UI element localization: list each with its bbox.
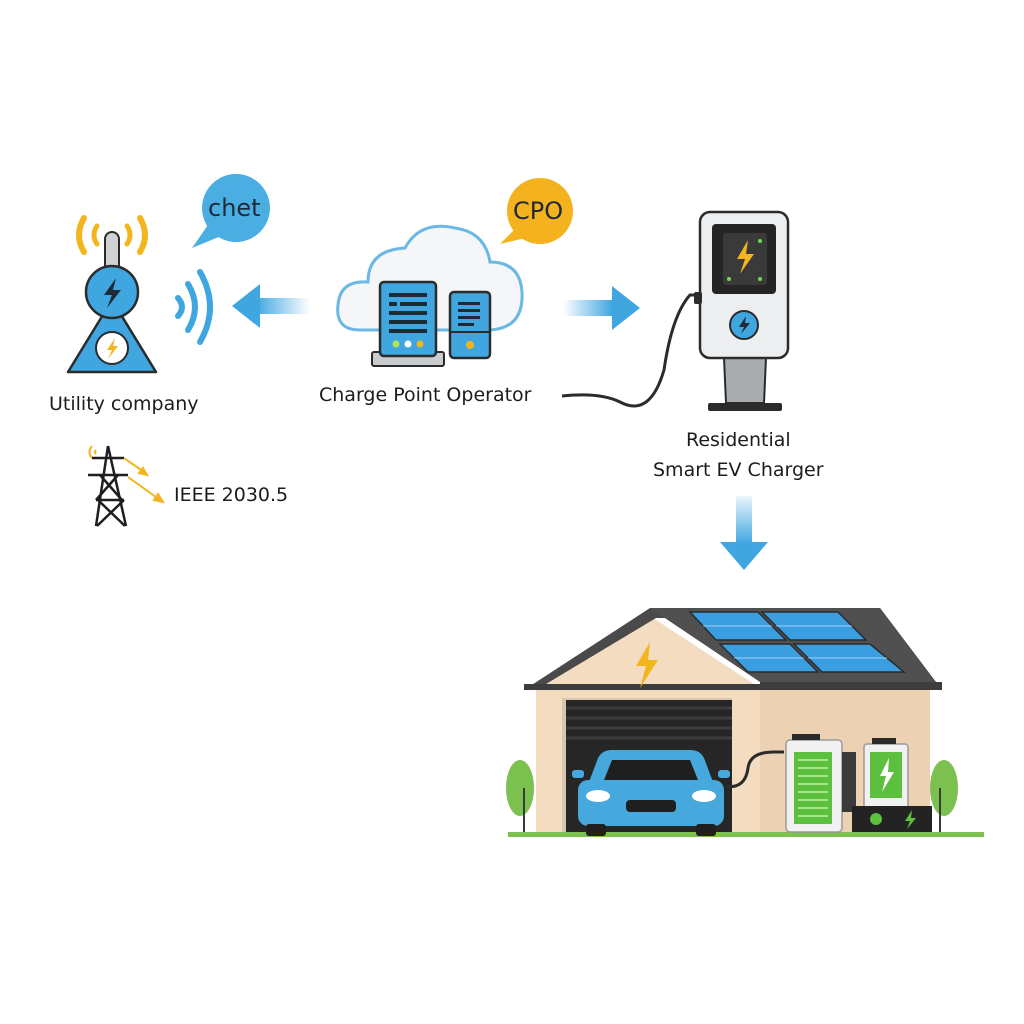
arrow-left-icon — [232, 284, 310, 328]
cpo-bubble-text: CPO — [513, 197, 564, 225]
server-icon — [371, 280, 492, 367]
utility-company-label: Utility company — [49, 393, 199, 415]
signal-arrows-icon — [123, 457, 166, 504]
arrow-down-icon — [720, 496, 768, 570]
utility-tower-icon — [66, 215, 158, 374]
cpo-label: Charge Point Operator — [319, 384, 532, 406]
ev-charger-icon — [694, 210, 790, 411]
protocol-label: IEEE 2030.5 — [174, 484, 289, 506]
house-icon — [506, 608, 984, 837]
cable-line — [561, 293, 700, 408]
arrow-right-icon — [563, 286, 640, 330]
home-battery-icon — [785, 734, 932, 833]
cpo-bubble-icon — [500, 178, 573, 244]
wireless-signal-icon — [175, 269, 213, 345]
car-icon — [572, 750, 730, 836]
lightning-icon — [636, 642, 658, 688]
transmission-tower-icon — [88, 445, 128, 527]
chat-bubble-icon — [192, 174, 270, 248]
charger-label-line1: Residential — [686, 429, 791, 451]
utility-bubble-text: chet — [208, 194, 261, 222]
charger-label-line2: Smart EV Charger — [653, 459, 824, 481]
